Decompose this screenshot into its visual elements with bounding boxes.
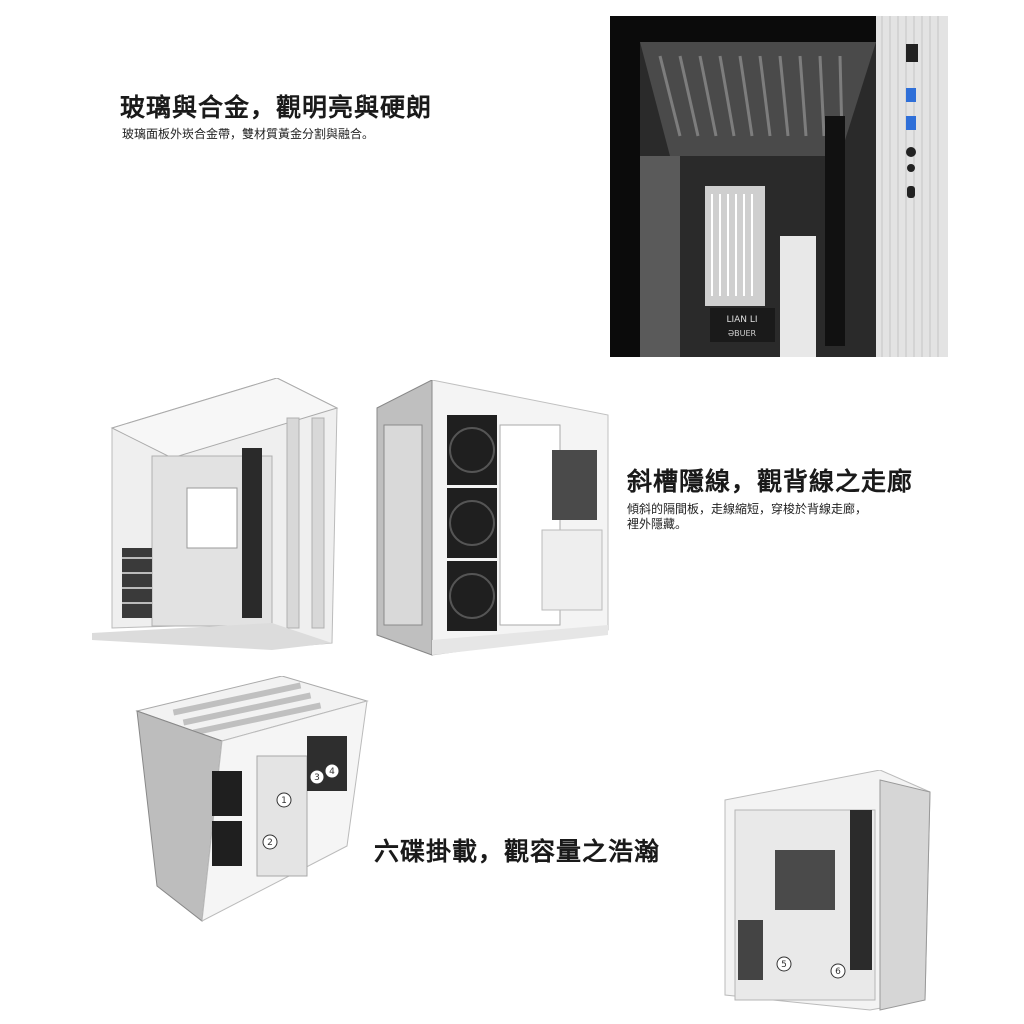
open-chassis-front-photo — [92, 378, 342, 650]
drive-marker-2 — [262, 834, 278, 850]
drive-marker-3 — [309, 769, 325, 785]
svg-text:3: 3 — [314, 773, 320, 783]
drive-marker-5 — [776, 956, 792, 972]
section-2-description-line-1: 傾斜的隔間板，走線縮短，穿梭於背線走廊， — [627, 502, 868, 516]
drive-marker-1 — [276, 792, 292, 808]
svg-text:1: 1 — [281, 796, 287, 806]
drive-mount-bottom-photo: 5 6 — [720, 770, 935, 1016]
svg-text:5: 5 — [781, 960, 787, 970]
lian-li-logo: LIAN LI — [726, 315, 757, 325]
section-1-description: 玻璃面板外崁合金帶，雙材質黃金分割與融合。 — [122, 127, 375, 141]
audio-jack-icon — [907, 164, 915, 172]
drive-mount-top-photo: 1 2 3 4 — [132, 676, 372, 926]
svg-text:2: 2 — [267, 838, 273, 848]
psu-cover-logo: ƏBUER — [728, 329, 757, 338]
drive-marker-4 — [324, 763, 340, 779]
section-1-heading: 玻璃與合金，觀明亮與硬朗 — [120, 93, 433, 122]
chassis-rear-fans-photo — [372, 380, 612, 660]
usb-c-port-icon — [907, 186, 915, 198]
audio-jack-icon — [906, 147, 916, 157]
power-button-icon — [906, 44, 918, 62]
drive-marker-6 — [830, 963, 846, 979]
svg-text:6: 6 — [835, 967, 841, 977]
usb-port-icon — [906, 116, 916, 130]
section-3-heading: 六碟掛載，觀容量之浩瀚 — [374, 837, 661, 866]
usb-port-icon — [906, 88, 916, 102]
glass-panel-closeup-photo: LIAN LI ƏBUER — [610, 16, 948, 357]
section-2-description-line-2: 裡外隱藏。 — [627, 517, 688, 531]
svg-text:4: 4 — [329, 767, 335, 777]
section-2-heading: 斜槽隱線，觀背線之走廊 — [627, 467, 914, 496]
